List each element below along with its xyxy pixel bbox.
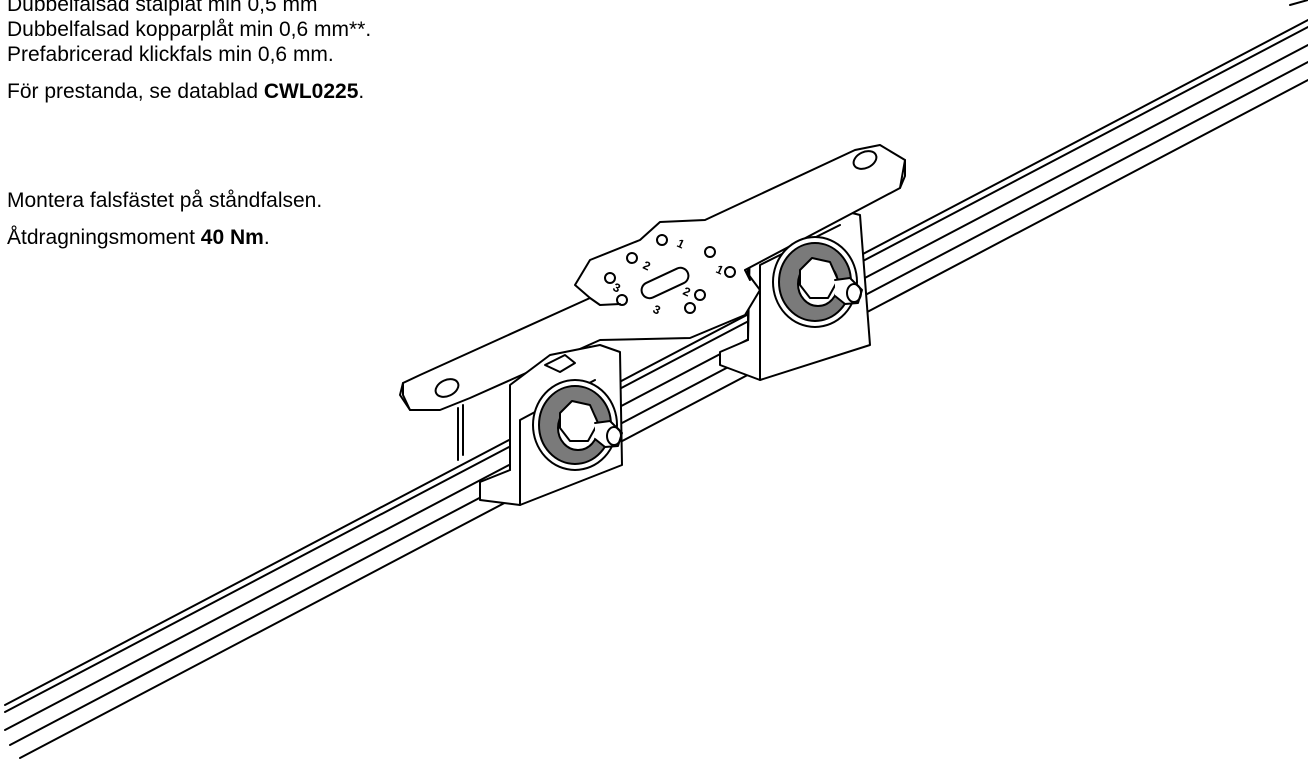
torque-line: Åtdragningsmoment 40 Nm. — [7, 225, 322, 250]
performance-suffix: . — [358, 80, 365, 103]
position-hole — [704, 246, 716, 258]
bolt-end — [846, 283, 862, 303]
hex-nut — [559, 400, 599, 442]
position-hole — [694, 289, 706, 301]
mounting-hole — [852, 150, 878, 170]
seam-line — [4, 44, 1308, 731]
specification-text: Dubbelfalsad stålplåt min 0,5 mm Dubbelf… — [7, 0, 371, 104]
torque-suffix: . — [263, 226, 270, 249]
position-hole — [724, 266, 736, 278]
position-hole — [604, 272, 616, 284]
mounting-instructions: Montera falsfästet på ståndfalsen. Åtdra… — [7, 188, 322, 262]
datasheet-code: CWL0225 — [263, 80, 359, 103]
mount-instruction: Montera falsfästet på ståndfalsen. — [7, 189, 323, 212]
standing-seam-rails — [4, 0, 1308, 759]
seam-line — [4, 19, 1308, 706]
adjustment-slot — [640, 266, 690, 300]
copper-sheet-line: Dubbelfalsad kopparplåt min 0,6 mm**. — [7, 18, 372, 41]
click-seam-line: Prefabricerad klickfals min 0,6 mm. — [7, 43, 334, 66]
seam-line — [9, 61, 1308, 746]
steel-sheet-line: Dubbelfalsad stålplåt min 0,5 mm — [7, 0, 318, 16]
position-hole — [616, 294, 628, 306]
hex-nut — [799, 257, 839, 299]
bolt-end — [606, 426, 622, 446]
left-bolt-assembly — [532, 379, 623, 471]
torque-prefix: Åtdragningsmoment — [7, 226, 201, 249]
position-hole — [626, 252, 638, 264]
position-hole — [684, 302, 696, 314]
seam-line — [1289, 0, 1308, 6]
performance-prefix: För prestanda, se datablad — [7, 80, 264, 103]
mounting-hole — [434, 378, 460, 398]
position-hole — [656, 234, 668, 246]
performance-line: För prestanda, se datablad CWL0225. — [7, 79, 371, 104]
seam-line — [4, 26, 1308, 713]
torque-value: 40 Nm — [200, 226, 264, 249]
seam-line — [19, 79, 1308, 759]
right-bolt-assembly — [772, 236, 863, 328]
